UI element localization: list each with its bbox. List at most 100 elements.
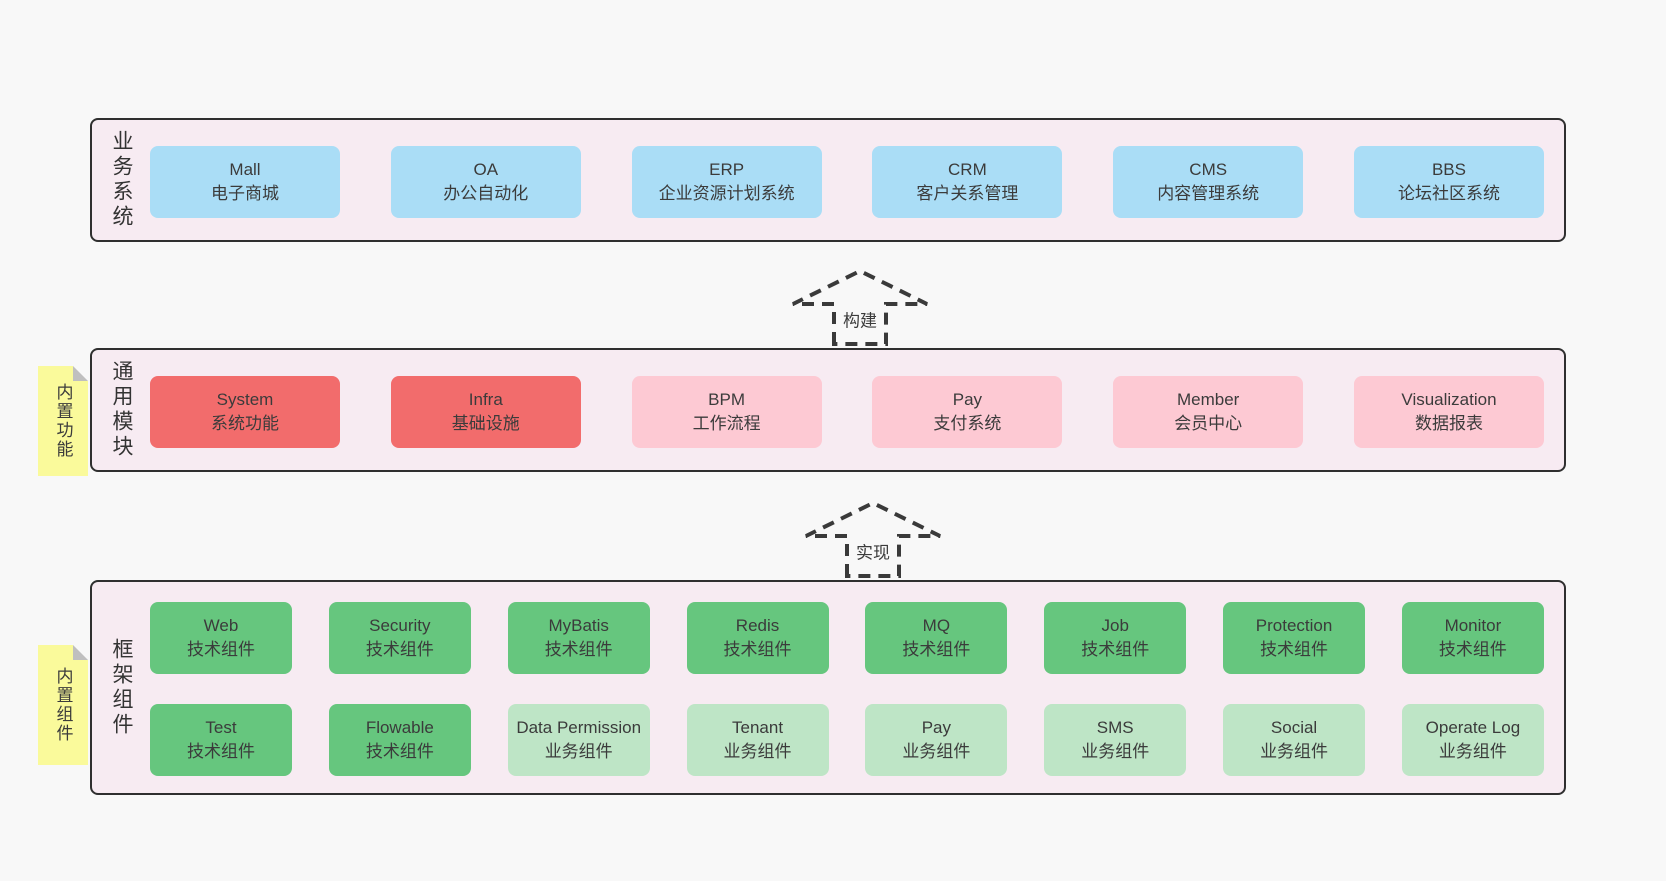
box-subtitle: 业务组件 (902, 742, 971, 761)
box-member: Member 会员中心 (1113, 376, 1304, 448)
box-subtitle: 技术组件 (1081, 640, 1150, 659)
box-job: Job 技术组件 (1044, 602, 1187, 674)
box-title: OA (473, 159, 499, 179)
box-subtitle: 数据报表 (1414, 414, 1483, 433)
box-title: Web (203, 615, 239, 635)
box-visualization: Visualization 数据报表 (1353, 376, 1544, 448)
box-redis: Redis 技术组件 (686, 602, 829, 674)
box-crm: CRM 客户关系管理 (872, 146, 1063, 218)
box-title: CMS (1189, 159, 1228, 179)
box-title: Member (1177, 389, 1240, 409)
box-subtitle: 办公自动化 (443, 184, 529, 203)
box-subtitle: 业务组件 (544, 742, 613, 761)
box-title: Monitor (1444, 615, 1502, 635)
box-operate-log: Operate Log 业务组件 (1401, 704, 1544, 776)
sticky-note-built-in-features: 内置功能 (38, 366, 88, 476)
box-data-permission: Data Permission 业务组件 (507, 704, 650, 776)
box-title: CRM (948, 159, 987, 179)
box-infra: Infra 基础设施 (390, 376, 581, 448)
box-title: BBS (1431, 159, 1466, 179)
box-title: BPM (708, 389, 746, 409)
box-subtitle: 技术组件 (365, 640, 434, 659)
box-subtitle: 会员中心 (1174, 414, 1243, 433)
box-subtitle: 基础设施 (451, 414, 520, 433)
box-subtitle: 技术组件 (902, 640, 971, 659)
box-oa: OA 办公自动化 (390, 146, 581, 218)
box-security: Security 技术组件 (328, 602, 471, 674)
box-title: Tenant (732, 717, 784, 737)
box-title: Mall (229, 159, 261, 179)
arrow-build: 构建 (785, 266, 935, 346)
box-subtitle: 系统功能 (211, 414, 279, 433)
box-system: System 系统功能 (150, 376, 340, 448)
box-bpm: BPM 工作流程 (631, 376, 822, 448)
box-monitor: Monitor 技术组件 (1401, 602, 1544, 674)
up-arrow-dashed-icon (792, 268, 928, 346)
box-title: System (216, 389, 274, 409)
box-title: Pay (921, 717, 952, 737)
box-title: MyBatis (548, 615, 609, 635)
box-subtitle: 企业资源计划系统 (658, 184, 795, 203)
arrow-implement: 实现 (798, 498, 948, 578)
box-title: ERP (709, 159, 745, 179)
box-bbs: BBS 论坛社区系统 (1353, 146, 1544, 218)
box-subtitle: 工作流程 (692, 414, 761, 433)
box-title: Security (369, 615, 431, 635)
box-subtitle: 技术组件 (1260, 640, 1329, 659)
box-subtitle: 业务组件 (1081, 742, 1150, 761)
sticky-note-built-in-components: 内置组件 (38, 645, 88, 765)
box-mall: Mall 电子商城 (150, 146, 340, 218)
box-pay: Pay 业务组件 (865, 704, 1008, 776)
box-subtitle: 技术组件 (1438, 640, 1507, 659)
box-title: Data Permission (516, 717, 642, 737)
box-subtitle: 论坛社区系统 (1397, 184, 1500, 203)
folded-corner-icon (73, 645, 88, 660)
box-mybatis: MyBatis 技术组件 (507, 602, 650, 674)
arrow-implement-label: 实现 (853, 537, 893, 565)
box-protection: Protection 技术组件 (1223, 602, 1366, 674)
box-title: Infra (468, 389, 503, 409)
up-arrow-dashed-icon (805, 500, 941, 578)
box-test: Test 技术组件 (150, 704, 292, 776)
box-cms: CMS 内容管理系统 (1113, 146, 1304, 218)
folded-corner-icon (73, 366, 88, 381)
box-subtitle: 技术组件 (723, 640, 792, 659)
box-subtitle: 客户关系管理 (916, 184, 1019, 203)
box-subtitle: 电子商城 (211, 184, 279, 203)
box-title: Social (1270, 717, 1318, 737)
box-subtitle: 业务组件 (1438, 742, 1507, 761)
box-subtitle: 技术组件 (187, 742, 255, 761)
box-subtitle: 技术组件 (544, 640, 613, 659)
box-title: Redis (735, 615, 780, 635)
box-subtitle: 支付系统 (933, 414, 1002, 433)
box-subtitle: 技术组件 (187, 640, 255, 659)
sticky-note-label: 内置功能 (53, 383, 73, 459)
business-systems-boxes: Mall 电子商城 OA 办公自动化 ERP 企业资源计划系统 CRM 客户关系管理 CMS 内容… (150, 146, 1544, 218)
box-title: Operate Log (1425, 717, 1521, 737)
layer-business-systems: 业务系统 Mall 电子商城 OA 办公自动化 ERP 企业资源计划系统 CRM 客户关系管理… (90, 118, 1566, 242)
box-title: Visualization (1401, 389, 1497, 409)
layer-common-modules-label: 通用模块 (110, 360, 133, 460)
box-title: Test (205, 717, 237, 737)
box-subtitle: 技术组件 (365, 742, 434, 761)
box-social: Social 业务组件 (1223, 704, 1366, 776)
layer-business-systems-label: 业务系统 (110, 130, 133, 230)
sticky-note-label: 内置组件 (53, 667, 73, 743)
box-subtitle: 业务组件 (1260, 742, 1329, 761)
box-title: Job (1101, 615, 1129, 635)
box-erp: ERP 企业资源计划系统 (631, 146, 822, 218)
box-web: Web 技术组件 (150, 602, 292, 674)
box-title: Protection (1255, 615, 1333, 635)
box-subtitle: 内容管理系统 (1157, 184, 1260, 203)
